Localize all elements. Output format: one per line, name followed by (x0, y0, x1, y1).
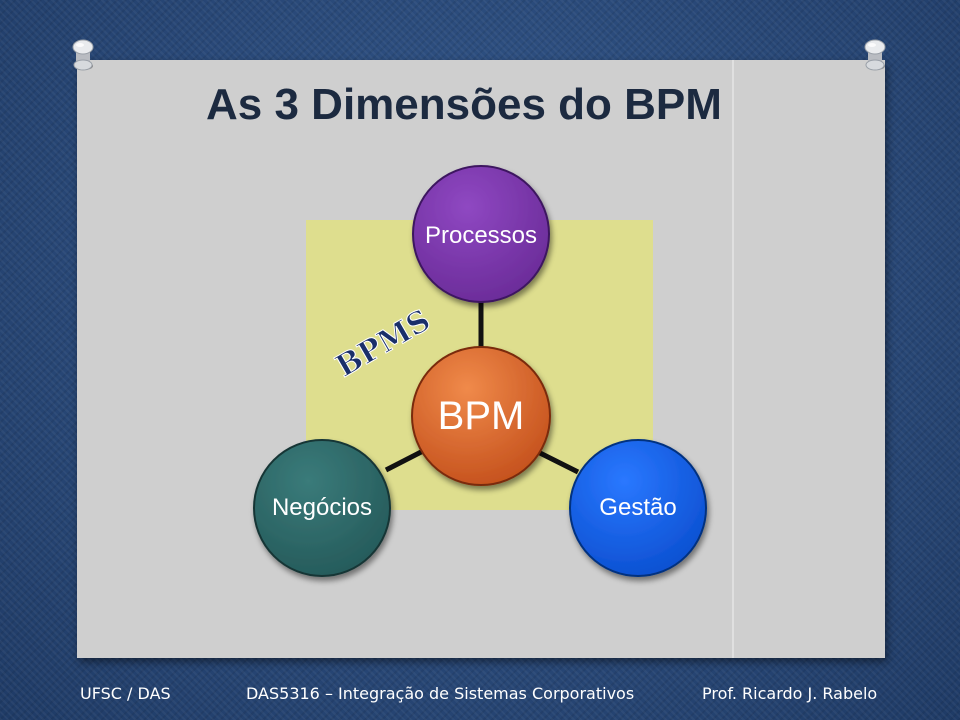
node-processos-label: Processos (425, 222, 537, 249)
node-negocios (253, 439, 391, 577)
node-gestao-label: Gestão (599, 494, 676, 521)
connector-left (384, 447, 427, 473)
footer-course: DAS5316 – Integração de Sistemas Corpora… (246, 684, 635, 703)
node-negocios-label: Negócios (272, 494, 372, 521)
node-bpm-label: BPM (438, 394, 525, 438)
connector-right (536, 449, 580, 475)
node-bpm (411, 346, 551, 486)
slide-divider (732, 60, 734, 658)
node-gestao (569, 439, 707, 577)
slide-title: As 3 Dimensões do BPM (206, 80, 722, 129)
node-processos (412, 165, 550, 303)
footer-author: Prof. Ricardo J. Rabelo (702, 684, 878, 703)
footer-institution: UFSC / DAS (80, 684, 171, 703)
pushpin-icon (72, 39, 94, 71)
pushpin-icon (864, 39, 886, 71)
footer: UFSC / DAS DAS5316 – Integração de Siste… (0, 684, 960, 704)
